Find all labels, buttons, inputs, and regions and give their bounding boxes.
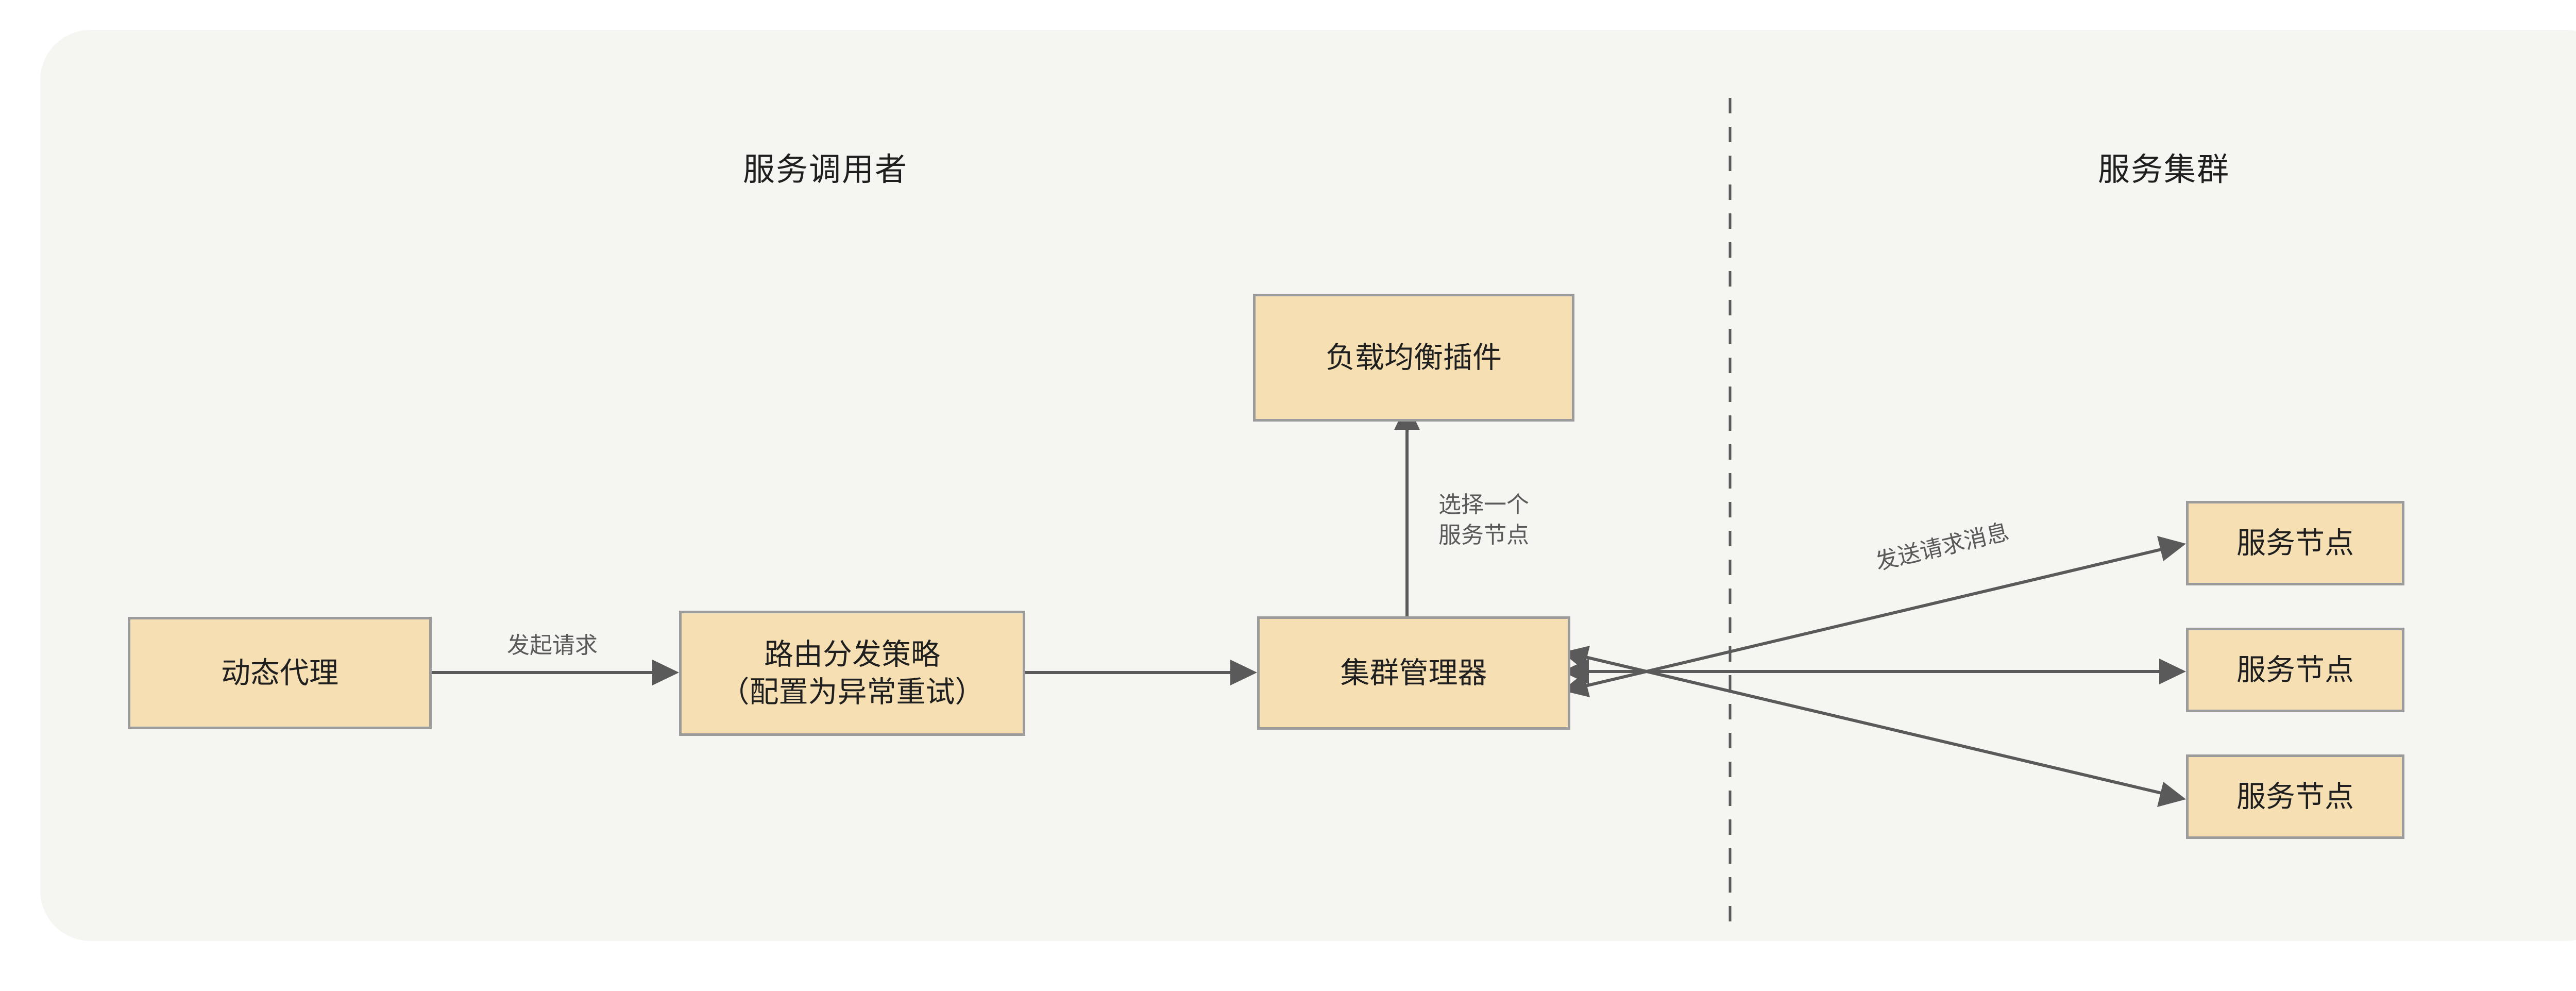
node-load-balancer[interactable]: 负载均衡插件 <box>1253 294 1574 422</box>
node-service-node-3[interactable]: 服务节点 <box>2186 754 2404 839</box>
section-title-cluster: 服务集群 <box>2097 152 2230 188</box>
node-routing-policy-line-2: （配置为异常重试） <box>720 675 985 709</box>
node-routing-policy[interactable]: 路由分发策略 （配置为异常重试） <box>679 611 1025 736</box>
node-cluster-manager-line-1: 集群管理器 <box>1340 656 1487 690</box>
node-load-balancer-line-1: 负载均衡插件 <box>1326 341 1502 374</box>
node-service-node-3-line-1: 服务节点 <box>2236 780 2354 813</box>
node-service-node-2-line-1: 服务节点 <box>2236 653 2354 686</box>
node-cluster-manager[interactable]: 集群管理器 <box>1257 616 1570 730</box>
node-routing-policy-line-1: 路由分发策略 <box>764 637 940 671</box>
edge-label-cluster-to-loadbalancer: 选择一个 服务节点 <box>1438 492 1529 548</box>
node-dynamic-proxy[interactable]: 动态代理 <box>128 617 432 729</box>
edge-label-proxy-to-routing: 发起请求 <box>507 632 598 658</box>
node-service-node-2[interactable]: 服务节点 <box>2186 628 2404 712</box>
section-title-caller: 服务调用者 <box>742 152 908 188</box>
node-service-node-1[interactable]: 服务节点 <box>2186 501 2404 585</box>
node-dynamic-proxy-line-1: 动态代理 <box>221 656 338 690</box>
node-service-node-1-line-1: 服务节点 <box>2236 526 2354 560</box>
